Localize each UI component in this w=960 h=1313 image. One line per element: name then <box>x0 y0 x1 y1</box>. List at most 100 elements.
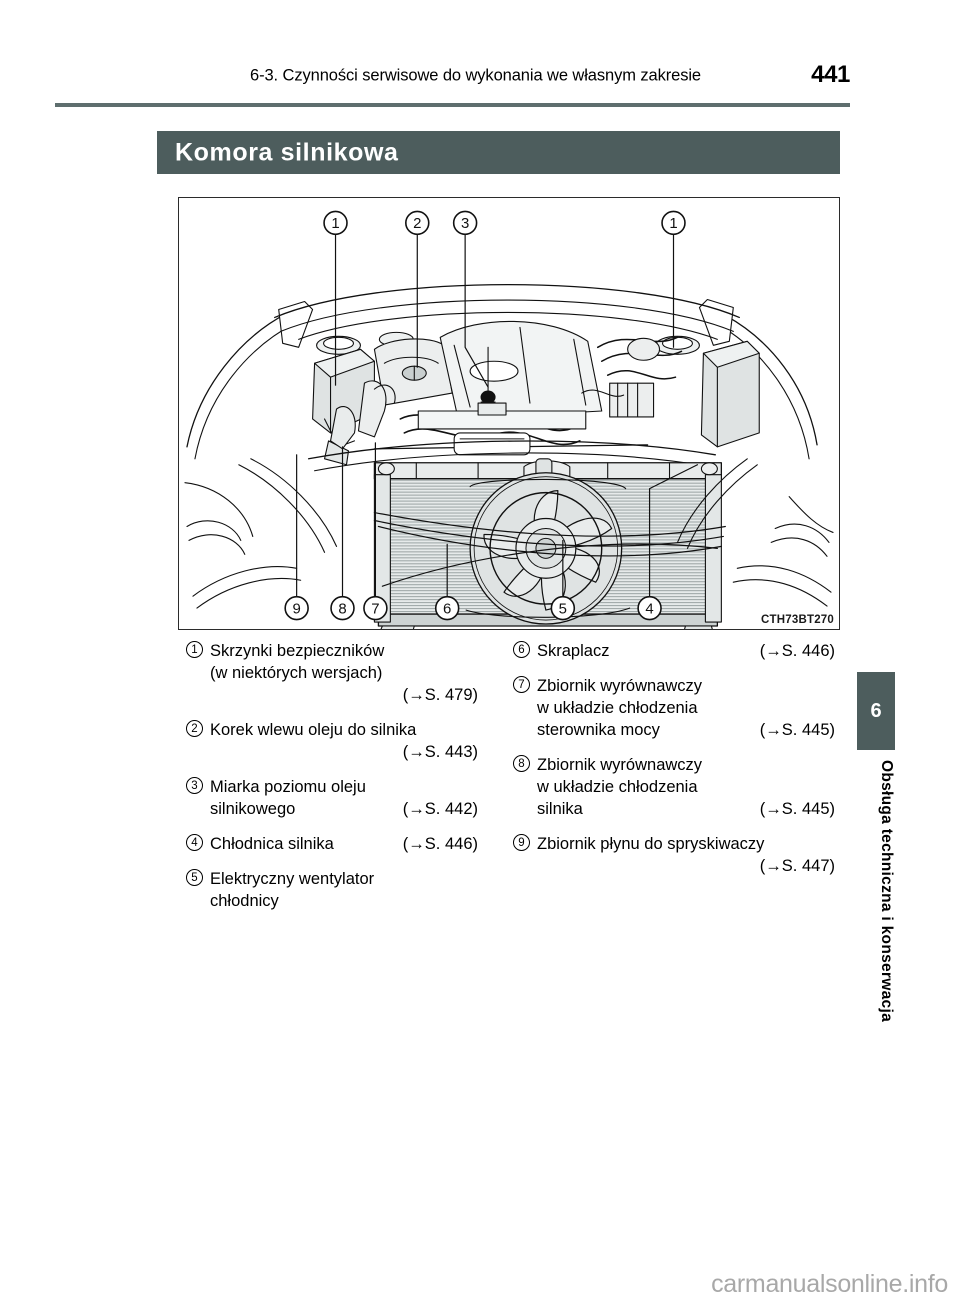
legend-item-4: 4 Chłodnica silnika (→S. 446) <box>178 833 478 855</box>
engine-compartment-figure: 1 2 3 1 9 8 7 6 5 4 CTH73BT270 <box>178 197 840 630</box>
legend-marker-2: 2 <box>186 720 203 737</box>
legend-marker-9: 9 <box>513 834 530 851</box>
figure-callouts: 1 2 3 1 9 8 7 6 5 4 <box>284 210 686 621</box>
legend-line-text: sterownika mocy <box>537 721 660 739</box>
legend-line-text: silnikowego <box>210 800 296 818</box>
callout-marker-3: 3 <box>452 210 478 236</box>
legend-text: Skraplacz (→S. 446) <box>537 640 835 662</box>
section-title: Komora silnikowa <box>175 138 399 166</box>
legend-text: Chłodnica silnika (→S. 446) <box>210 833 478 855</box>
callout-marker-9: 9 <box>284 595 309 621</box>
legend-line: Chłodnica silnika (→S. 446) <box>210 833 478 855</box>
page-reference[interactable]: (→S. 443) <box>402 743 478 761</box>
callout-marker-6: 6 <box>434 595 460 621</box>
section-title-bar: Komora silnikowa <box>157 131 840 174</box>
page-number: 441 <box>811 61 850 88</box>
legend-marker-8: 8 <box>513 755 530 772</box>
legend-text: Zbiornik płynu do spryskiwaczy (→S. 447) <box>537 833 835 877</box>
legend-line: Zbiornik płynu do spryskiwaczy <box>537 833 835 855</box>
chapter-title: Obsługa techniczna i konserwacja <box>878 760 895 1022</box>
legend-marker-3: 3 <box>186 777 203 794</box>
header-divider <box>55 103 850 107</box>
engine-bay-illustration: 1 2 3 1 9 8 7 6 5 4 <box>184 210 834 629</box>
svg-text:6: 6 <box>443 600 451 617</box>
legend-line: chłodnicy <box>210 890 478 912</box>
legend-text: Skrzynki bezpieczników (w niektórych wers… <box>210 640 478 706</box>
chapter-tab: 6 <box>857 672 895 750</box>
callout-marker-2: 2 <box>405 210 430 236</box>
legend-text: Zbiornik wyrównawczy w układzie chłodzeni… <box>537 754 835 820</box>
legend-line: Miarka poziomu oleju <box>210 776 478 798</box>
legend-text: Korek wlewu oleju do silnika (→S. 443) <box>210 719 478 763</box>
legend-item-6: 6 Skraplacz (→S. 446) <box>505 640 835 662</box>
legend-marker-7: 7 <box>513 676 530 693</box>
legend-line-text: Zbiornik wyrównawczy <box>537 677 703 695</box>
legend-line: Korek wlewu oleju do silnika <box>210 719 478 741</box>
page-reference[interactable]: (→S. 447) <box>759 857 835 875</box>
chapter-number: 6 <box>870 699 882 722</box>
page-reference[interactable]: (→S. 446) <box>759 642 835 660</box>
legend-line-text: Zbiornik płynu do spryskiwaczy <box>537 835 765 853</box>
legend-item-3: 3 Miarka poziomu oleju silnikowego (→S. 442… <box>178 776 478 820</box>
svg-text:8: 8 <box>338 600 346 617</box>
legend-text: Zbiornik wyrównawczy w układzie chłodzeni… <box>537 675 835 741</box>
page-reference[interactable]: (→S. 479) <box>402 686 478 704</box>
page-reference[interactable]: (→S. 446) <box>402 835 478 853</box>
legend-item-9: 9 Zbiornik płynu do spryskiwaczy (→S. 447) <box>505 833 835 877</box>
legend-line: Zbiornik wyrównawczy <box>537 754 835 776</box>
legend-line: Elektryczny wentylator <box>210 868 478 890</box>
source-watermark: carmanualsonline.info <box>711 1270 948 1298</box>
legend-line: Skrzynki bezpieczników <box>210 640 478 662</box>
legend-line: w układzie chłodzenia <box>537 776 835 798</box>
legend-line-text: Elektryczny wentylator <box>210 870 375 888</box>
page-header: 6-3. Czynności serwisowe do wykonania we… <box>0 0 960 110</box>
legend-column-left: 1 Skrzynki bezpieczników (w niektórych wer… <box>178 640 478 925</box>
page-reference[interactable]: (→S. 445) <box>759 800 835 818</box>
legend-line-text: Skrzynki bezpieczników <box>210 642 385 660</box>
callout-marker-1: 1 <box>661 210 686 236</box>
svg-text:3: 3 <box>461 215 469 232</box>
svg-text:1: 1 <box>669 215 677 232</box>
legend-item-5: 5 Elektryczny wentylator chłodnicy <box>178 868 478 912</box>
svg-text:4: 4 <box>645 600 653 617</box>
legend-line: silnikowego (→S. 442) <box>210 798 478 820</box>
legend-marker-1: 1 <box>186 641 203 658</box>
legend-line-text: Zbiornik wyrównawczy <box>537 756 703 774</box>
legend-item-8: 8 Zbiornik wyrównawczy w układzie chłodzen… <box>505 754 835 820</box>
legend-line: (→S. 443) <box>210 741 478 763</box>
legend-line: (→S. 447) <box>537 855 835 877</box>
running-header-title: 6-3. Czynności serwisowe do wykonania we… <box>250 66 701 85</box>
legend-marker-5: 5 <box>186 869 203 886</box>
legend-line-text: Chłodnica silnika <box>210 835 334 853</box>
legend-line: Skraplacz (→S. 446) <box>537 640 835 662</box>
figure-code: CTH73BT270 <box>758 613 837 627</box>
callout-marker-7: 7 <box>363 595 388 621</box>
svg-text:5: 5 <box>559 600 567 617</box>
legend-item-1: 1 Skrzynki bezpieczników (w niektórych wer… <box>178 640 478 706</box>
page-reference[interactable]: (→S. 445) <box>759 721 835 739</box>
legend-marker-4: 4 <box>186 834 203 851</box>
callout-marker-5: 5 <box>550 595 576 621</box>
callout-marker-8: 8 <box>330 595 355 621</box>
callout-marker-1: 1 <box>323 210 348 236</box>
legend-line-text: w układzie chłodzenia <box>537 778 698 796</box>
legend-line: Zbiornik wyrównawczy <box>537 675 835 697</box>
legend-line-text: Korek wlewu oleju do silnika <box>210 721 417 739</box>
legend-item-7: 7 Zbiornik wyrównawczy w układzie chłodzen… <box>505 675 835 741</box>
legend-text: Miarka poziomu oleju silnikowego (→S. 442) <box>210 776 478 820</box>
svg-text:7: 7 <box>371 600 379 617</box>
legend-line: (→S. 479) <box>210 684 478 706</box>
legend-line-text: w układzie chłodzenia <box>537 699 698 717</box>
svg-text:2: 2 <box>413 215 421 232</box>
legend-marker-6: 6 <box>513 641 530 658</box>
legend-line-text: Skraplacz <box>537 642 610 660</box>
svg-text:9: 9 <box>292 600 300 617</box>
legend-line-text: silnika <box>537 800 583 818</box>
legend-line: silnika (→S. 445) <box>537 798 835 820</box>
legend-line: (w niektórych wersjach) <box>210 662 478 684</box>
legend-line-text: Miarka poziomu oleju <box>210 778 366 796</box>
legend-text: Elektryczny wentylator chłodnicy <box>210 868 478 912</box>
page-reference[interactable]: (→S. 442) <box>402 800 478 818</box>
legend-line-text: (w niektórych wersjach) <box>210 664 383 682</box>
